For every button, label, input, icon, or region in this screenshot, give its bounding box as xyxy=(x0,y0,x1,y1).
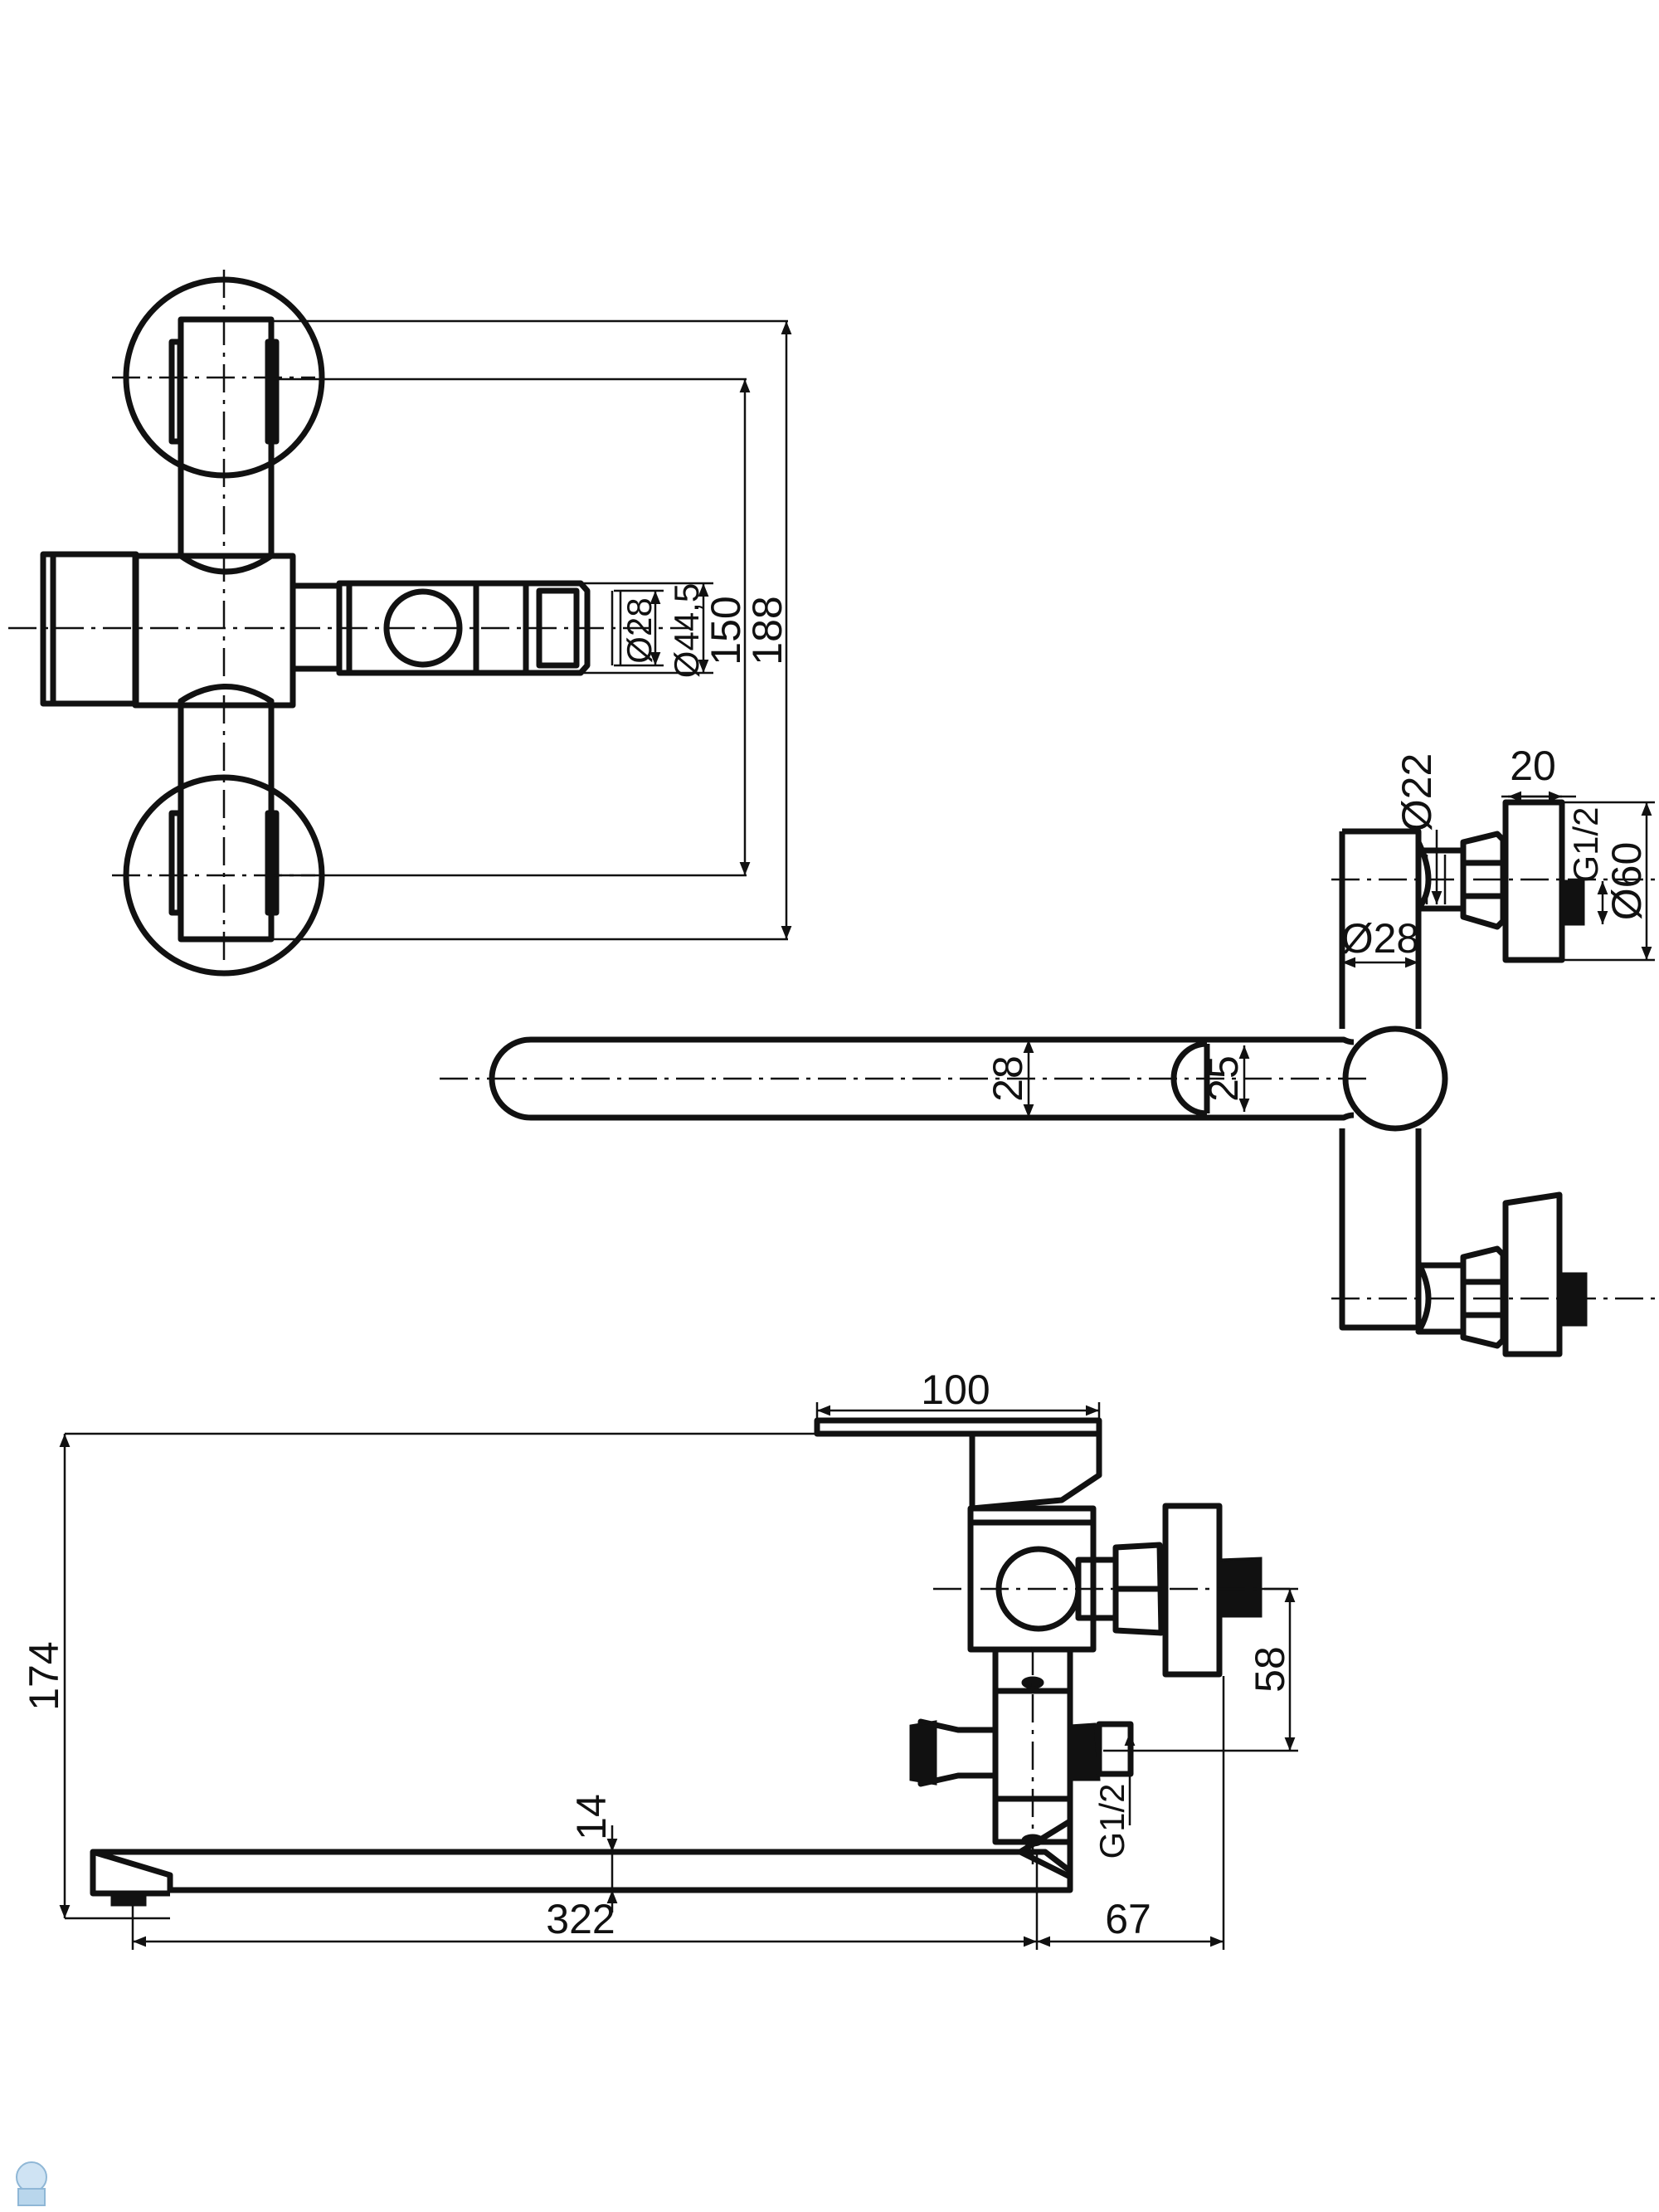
spout-swivel-end xyxy=(1170,1040,1210,1117)
side-view: Ø22 20 G1/2 Ø60 Ø28 28 25 xyxy=(440,743,1657,1357)
dim-text-d60: Ø60 xyxy=(1603,842,1650,921)
lever-handle xyxy=(814,1417,1102,1512)
lower-thread xyxy=(1558,1272,1588,1327)
upper-side-flange xyxy=(1502,799,1565,963)
shower-thread xyxy=(1096,1721,1134,1777)
mixer-body xyxy=(132,553,296,709)
lower-eccentric xyxy=(1415,1261,1467,1335)
lower-side-flange xyxy=(1502,1191,1563,1357)
dim-text-150: 150 xyxy=(703,596,749,665)
upper-eccentric xyxy=(1415,840,1467,912)
top-view: Ø28 Ø44,5 150 188 xyxy=(8,270,792,977)
dim-text-g12-front: G1/2 xyxy=(1092,1783,1131,1859)
nut-inner xyxy=(536,587,580,669)
dim-text-d28: Ø28 xyxy=(620,597,659,663)
diverter-cap xyxy=(909,1720,937,1786)
outlet-bore xyxy=(383,588,463,668)
dim-text-67: 67 xyxy=(1105,1896,1151,1942)
brand-logo xyxy=(16,2161,47,2206)
spout-tube xyxy=(489,1036,1355,1121)
upper-body-arm xyxy=(178,316,275,575)
dim-text-58: 58 xyxy=(1247,1646,1293,1693)
front-flange xyxy=(1162,1503,1223,1678)
lever-knob xyxy=(40,551,139,707)
front-thread xyxy=(1218,1557,1262,1618)
shower-outlet xyxy=(1068,1722,1101,1781)
front-view: 100 174 58 14 G1/2 322 67 xyxy=(21,1367,1298,1950)
dim-text-322: 322 xyxy=(546,1896,615,1942)
lower-nut xyxy=(1460,1245,1506,1349)
diverter-button xyxy=(917,1718,999,1787)
dim-text-d28-side: Ø28 xyxy=(1341,915,1420,962)
dim-text-174: 174 xyxy=(21,1641,67,1710)
aerator xyxy=(110,1892,147,1907)
upper-thread xyxy=(1560,879,1585,926)
dim-text-20: 20 xyxy=(1510,743,1556,789)
dim-text-g12-side: G1/2 xyxy=(1566,806,1605,882)
dim-text-14: 14 xyxy=(568,1794,615,1840)
upper-arm-sides xyxy=(178,319,275,556)
spout-joint xyxy=(1017,1818,1073,1880)
dim-text-25: 25 xyxy=(1200,1055,1247,1102)
upper-wall-flange xyxy=(123,276,325,479)
lower-body-arm xyxy=(178,684,275,943)
dim-text-100: 100 xyxy=(921,1367,990,1413)
front-nut xyxy=(1112,1542,1165,1636)
cartridge-body xyxy=(967,1505,1097,1653)
dim-text-188: 188 xyxy=(744,596,791,665)
dim-text-28: 28 xyxy=(985,1055,1031,1102)
mixer-round-body xyxy=(1342,1026,1448,1132)
dim-text-d22: Ø22 xyxy=(1394,753,1440,832)
spout-front xyxy=(90,1849,1073,1893)
dim-text-d44: Ø44,5 xyxy=(667,583,706,678)
